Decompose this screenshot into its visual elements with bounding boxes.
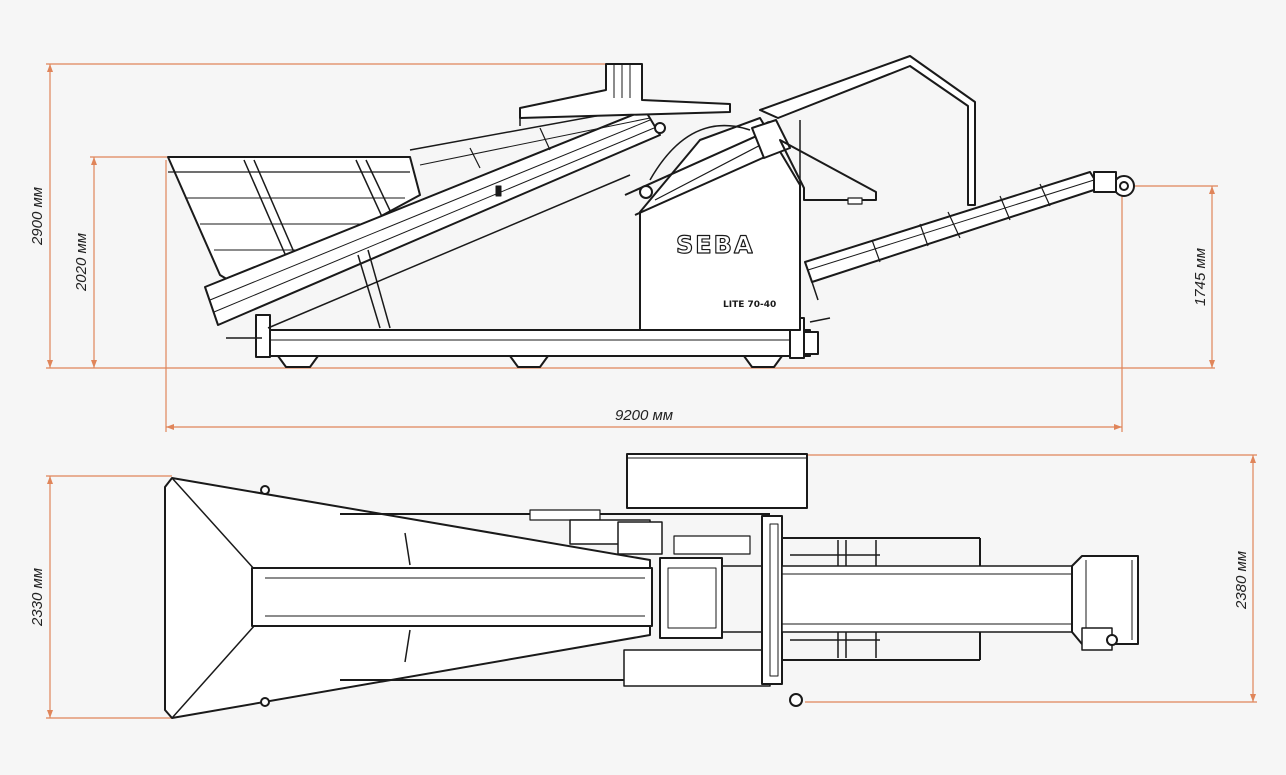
overall-height-label: 2900 мм bbox=[29, 187, 46, 246]
side-feed-conveyor bbox=[204, 107, 661, 329]
overall-width-label: 2380 мм bbox=[1233, 551, 1250, 610]
dimension-arrows bbox=[47, 64, 1256, 718]
top-screen-box bbox=[659, 557, 765, 639]
discharge-height-label: 1745 мм bbox=[1192, 248, 1209, 306]
top-discharge-conveyor bbox=[781, 555, 1139, 651]
side-view: SEBA LITE 70-40 bbox=[167, 55, 1135, 368]
dimension-lines bbox=[46, 63, 1257, 719]
side-discharge-conveyor bbox=[804, 171, 1135, 301]
side-top-box bbox=[519, 63, 731, 126]
top-hopper bbox=[164, 477, 653, 719]
side-arms bbox=[624, 119, 791, 216]
overall-length-label: 9200 мм bbox=[615, 407, 673, 424]
model-label: LITE 70-40 bbox=[723, 300, 776, 310]
dimension-labels: 2900 мм 2020 мм 1745 мм 9200 мм 2330 мм … bbox=[29, 187, 1250, 627]
hopper-width-label: 2330 мм bbox=[29, 568, 46, 627]
brand-label: SEBA bbox=[676, 231, 755, 259]
top-chassis bbox=[340, 453, 808, 687]
top-view bbox=[164, 453, 1139, 719]
hopper-height-label: 2020 мм bbox=[73, 233, 90, 292]
side-outrigger bbox=[759, 55, 976, 206]
